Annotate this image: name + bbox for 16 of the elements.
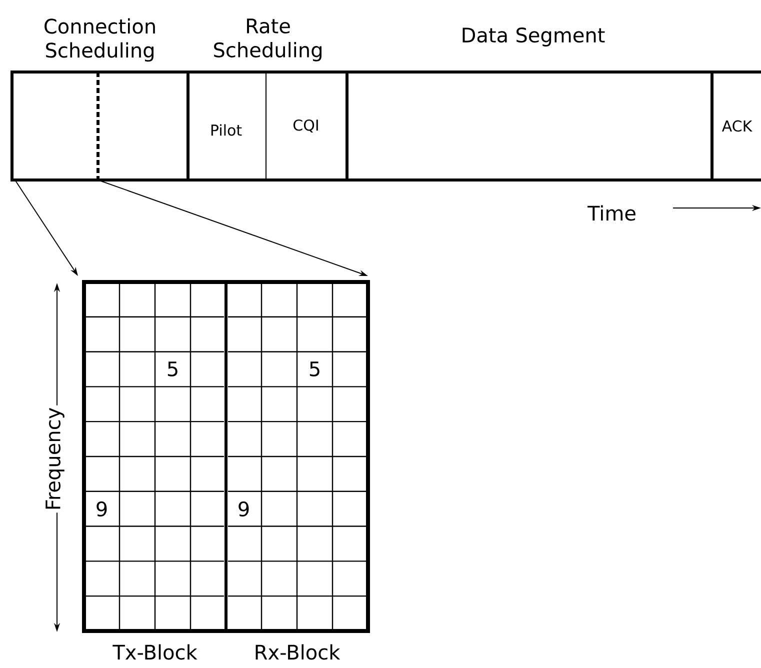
node-label: Connection Scheduling xyxy=(44,18,155,62)
label: Time xyxy=(587,205,636,221)
slot-box: ACK xyxy=(710,70,761,182)
slot-box: Data Segment xyxy=(346,28,714,182)
node-label: Data Segment xyxy=(462,27,605,46)
resource-grid xyxy=(82,280,370,633)
grid-block: 5 9 Rx-Block xyxy=(224,280,370,660)
grid-block: 5 9 Tx-Block xyxy=(82,280,228,660)
node-label: Rate Scheduling xyxy=(214,18,322,62)
slot-box: Connection Scheduling xyxy=(10,18,190,182)
node-label: Tx-Block xyxy=(112,644,198,660)
label: Frequency xyxy=(46,408,64,509)
sub-slot xyxy=(10,70,100,182)
slot-box: Pilot xyxy=(188,71,266,180)
slot-box: CQI xyxy=(266,71,348,180)
node-label: Rx-Block xyxy=(256,644,340,660)
